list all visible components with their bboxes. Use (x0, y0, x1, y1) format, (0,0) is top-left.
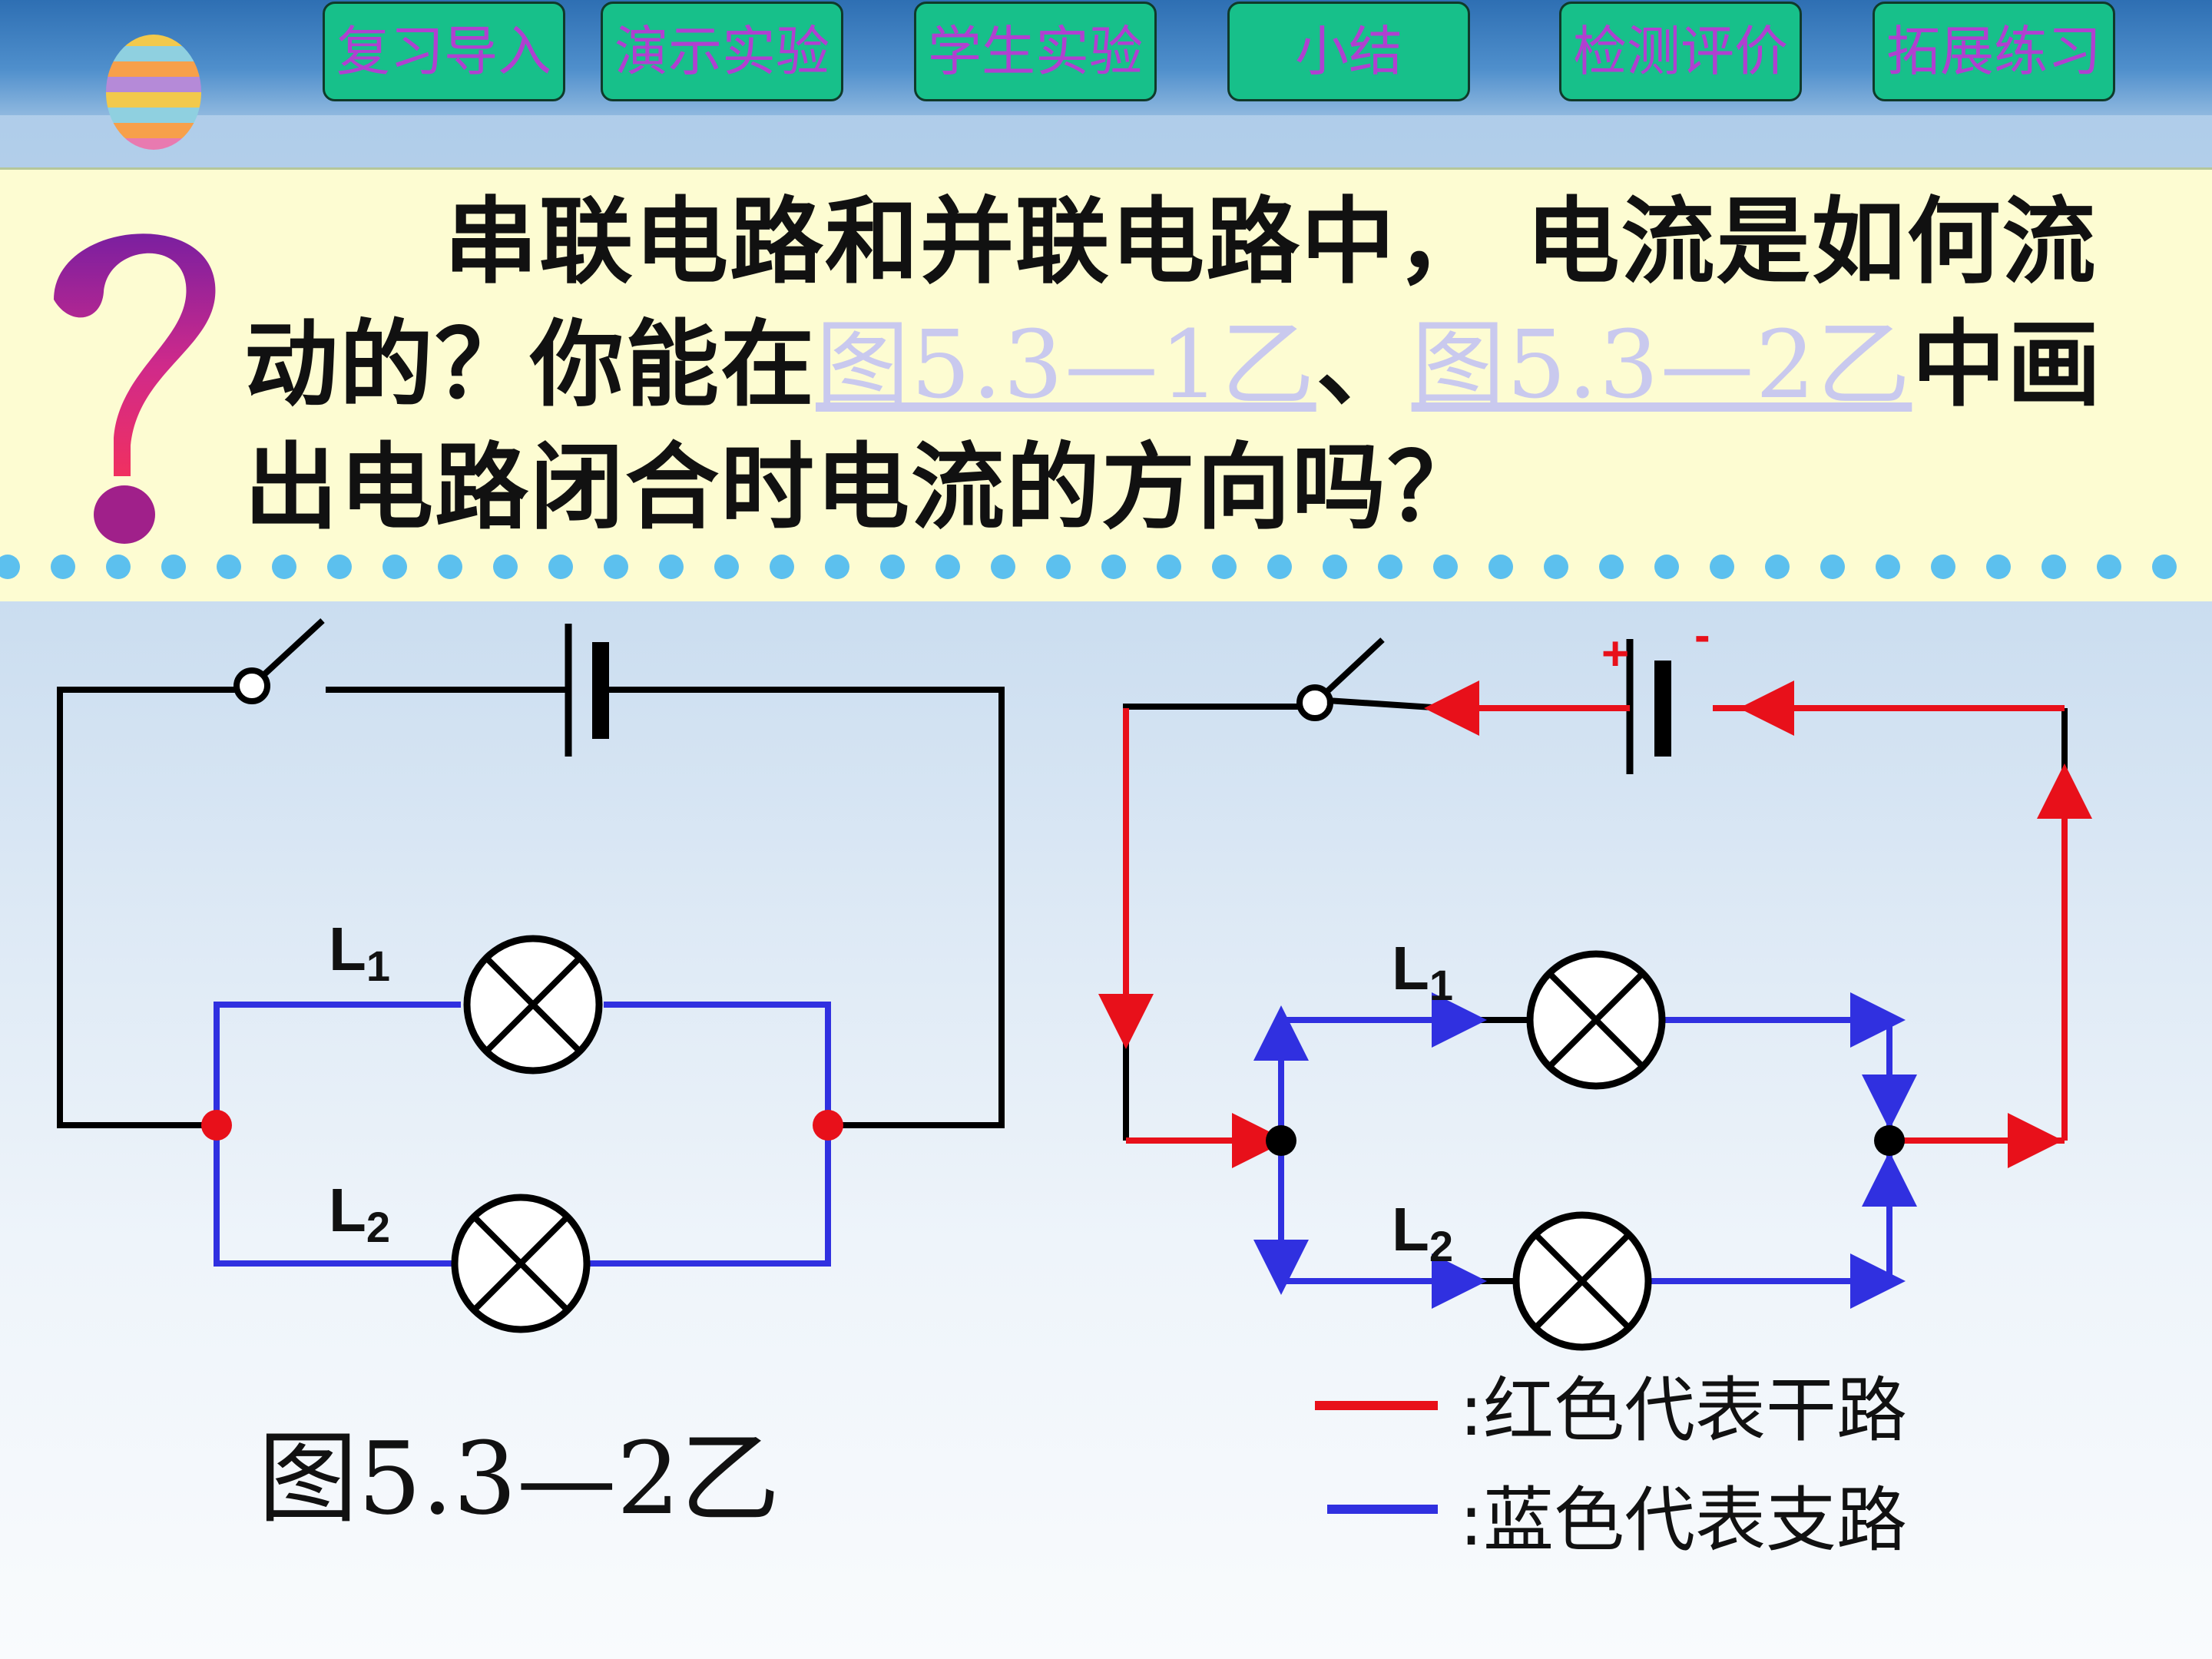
left-battery (565, 624, 609, 757)
right-circuit: + - (1098, 609, 2092, 1351)
question-part2: 中画出电路闭合时电流的方向吗？ (244, 310, 2103, 542)
nav-review-intro-button[interactable]: 复习导入 (323, 2, 565, 101)
right-lamp1-label: L1 (1392, 934, 1454, 1009)
figure-5-3-1-link[interactable]: 图5.3—1乙 (816, 310, 1316, 419)
right-junction-left (1266, 1125, 1296, 1156)
question-mark-icon (54, 233, 216, 544)
hot-air-balloon-icon (106, 35, 201, 150)
dotted-divider (0, 555, 2177, 579)
question-part1: 串联电路和并联电路中， 电流是如何流动的？你能在 (244, 187, 2098, 419)
left-switch (233, 618, 325, 704)
left-lamp-1 (463, 935, 603, 1075)
nav-extension-practice-button[interactable]: 拓展练习 (1873, 2, 2115, 101)
legend-blue-text: :蓝色代表支路 (1459, 1479, 1907, 1561)
circuit-diagrams: + - (57, 609, 2092, 1514)
left-lamp-2 (451, 1194, 591, 1333)
right-lamp-1 (1526, 950, 1666, 1090)
battery-plus-sign: + (1601, 628, 1629, 680)
right-lamp2-label: L2 (1392, 1195, 1454, 1270)
left-lamp1-label: L1 (329, 915, 391, 990)
left-lamp2-label: L2 (329, 1176, 391, 1251)
figure-5-3-2-link[interactable]: 图5.3—2乙 (1411, 310, 1912, 419)
right-lamp-2 (1512, 1211, 1652, 1351)
left-junction-left (201, 1110, 232, 1141)
nav-student-experiment-button[interactable]: 学生实验 (914, 2, 1157, 101)
left-circuit (57, 618, 1005, 1333)
right-main-current-arrows (1098, 680, 2092, 1168)
question-text: 串联电路和并联电路中， 电流是如何流动的？你能在图5.3—1乙、图5.3—2乙中… (244, 180, 2118, 549)
right-junction-right (1874, 1125, 1905, 1156)
legend-red-text: :红色代表干路 (1459, 1369, 1907, 1452)
left-wires-main (57, 687, 1005, 1128)
question-separator: 、 (1316, 310, 1412, 419)
figure-caption: 图5.3—2乙 (258, 1420, 780, 1537)
nav-demo-experiment-button[interactable]: 演示实验 (601, 2, 843, 101)
left-junction-right (813, 1110, 843, 1141)
right-battery (1626, 639, 1671, 774)
battery-minus-sign: - (1694, 609, 1710, 662)
nav-summary-button[interactable]: 小结 (1227, 2, 1470, 101)
right-branch-current-arrows (1253, 992, 1917, 1309)
right-switch (1296, 637, 1445, 721)
nav-assessment-button[interactable]: 检测评价 (1559, 2, 1802, 101)
question-panel (0, 167, 2212, 601)
